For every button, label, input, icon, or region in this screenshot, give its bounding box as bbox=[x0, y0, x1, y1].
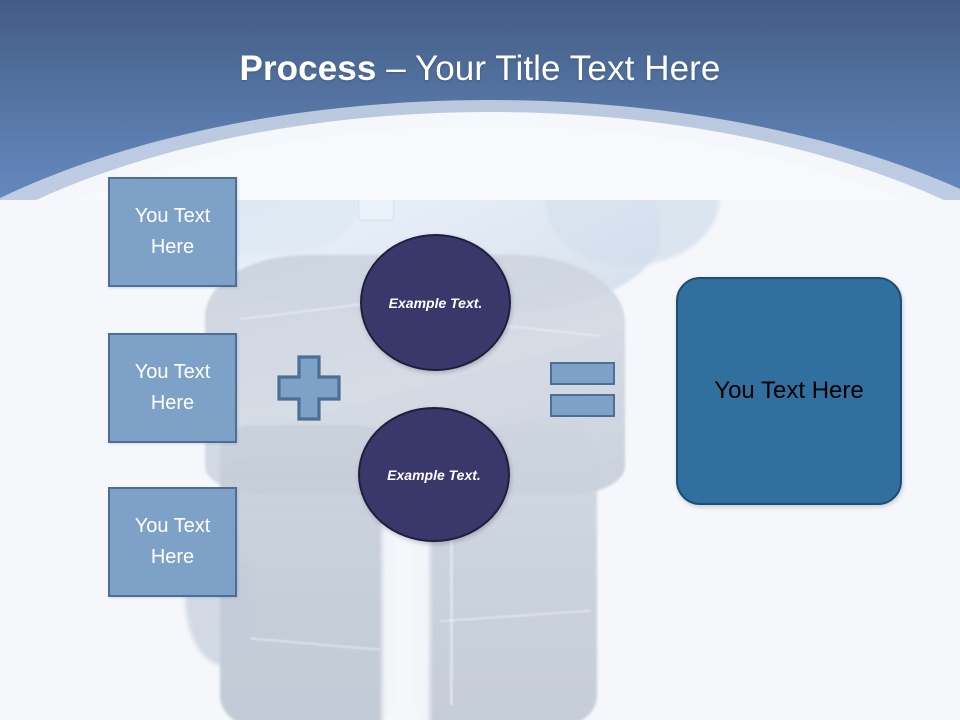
equals-bar-top bbox=[550, 362, 615, 385]
result-box[interactable]: You Text Here bbox=[676, 277, 902, 505]
input-box-2[interactable]: You Text Here bbox=[108, 333, 237, 443]
slide-title: Process – Your Title Text Here bbox=[0, 47, 960, 91]
input-box-1-label: You Text Here bbox=[134, 205, 211, 258]
process-circle-2-label: Example Text. bbox=[387, 466, 481, 483]
header-band bbox=[0, 0, 960, 200]
input-box-3-label: You Text Here bbox=[134, 515, 211, 568]
equals-bar-bottom bbox=[550, 394, 615, 417]
input-box-3[interactable]: You Text Here bbox=[108, 487, 237, 597]
process-circle-2[interactable]: Example Text. bbox=[358, 407, 510, 542]
process-circle-1[interactable]: Example Text. bbox=[360, 234, 511, 371]
input-box-1[interactable]: You Text Here bbox=[108, 177, 237, 287]
equals-sign-icon bbox=[550, 362, 615, 418]
photo-seam bbox=[440, 609, 590, 623]
photo-seam bbox=[250, 637, 380, 651]
result-box-label: You Text Here bbox=[714, 377, 864, 404]
slide-title-bold: Process bbox=[239, 49, 377, 88]
photo-seam bbox=[450, 515, 453, 705]
input-box-2-label: You Text Here bbox=[134, 361, 211, 414]
process-circle-1-label: Example Text. bbox=[388, 294, 483, 311]
slide-title-rest: – Your Title Text Here bbox=[376, 49, 721, 88]
plus-sign-icon bbox=[277, 355, 341, 421]
